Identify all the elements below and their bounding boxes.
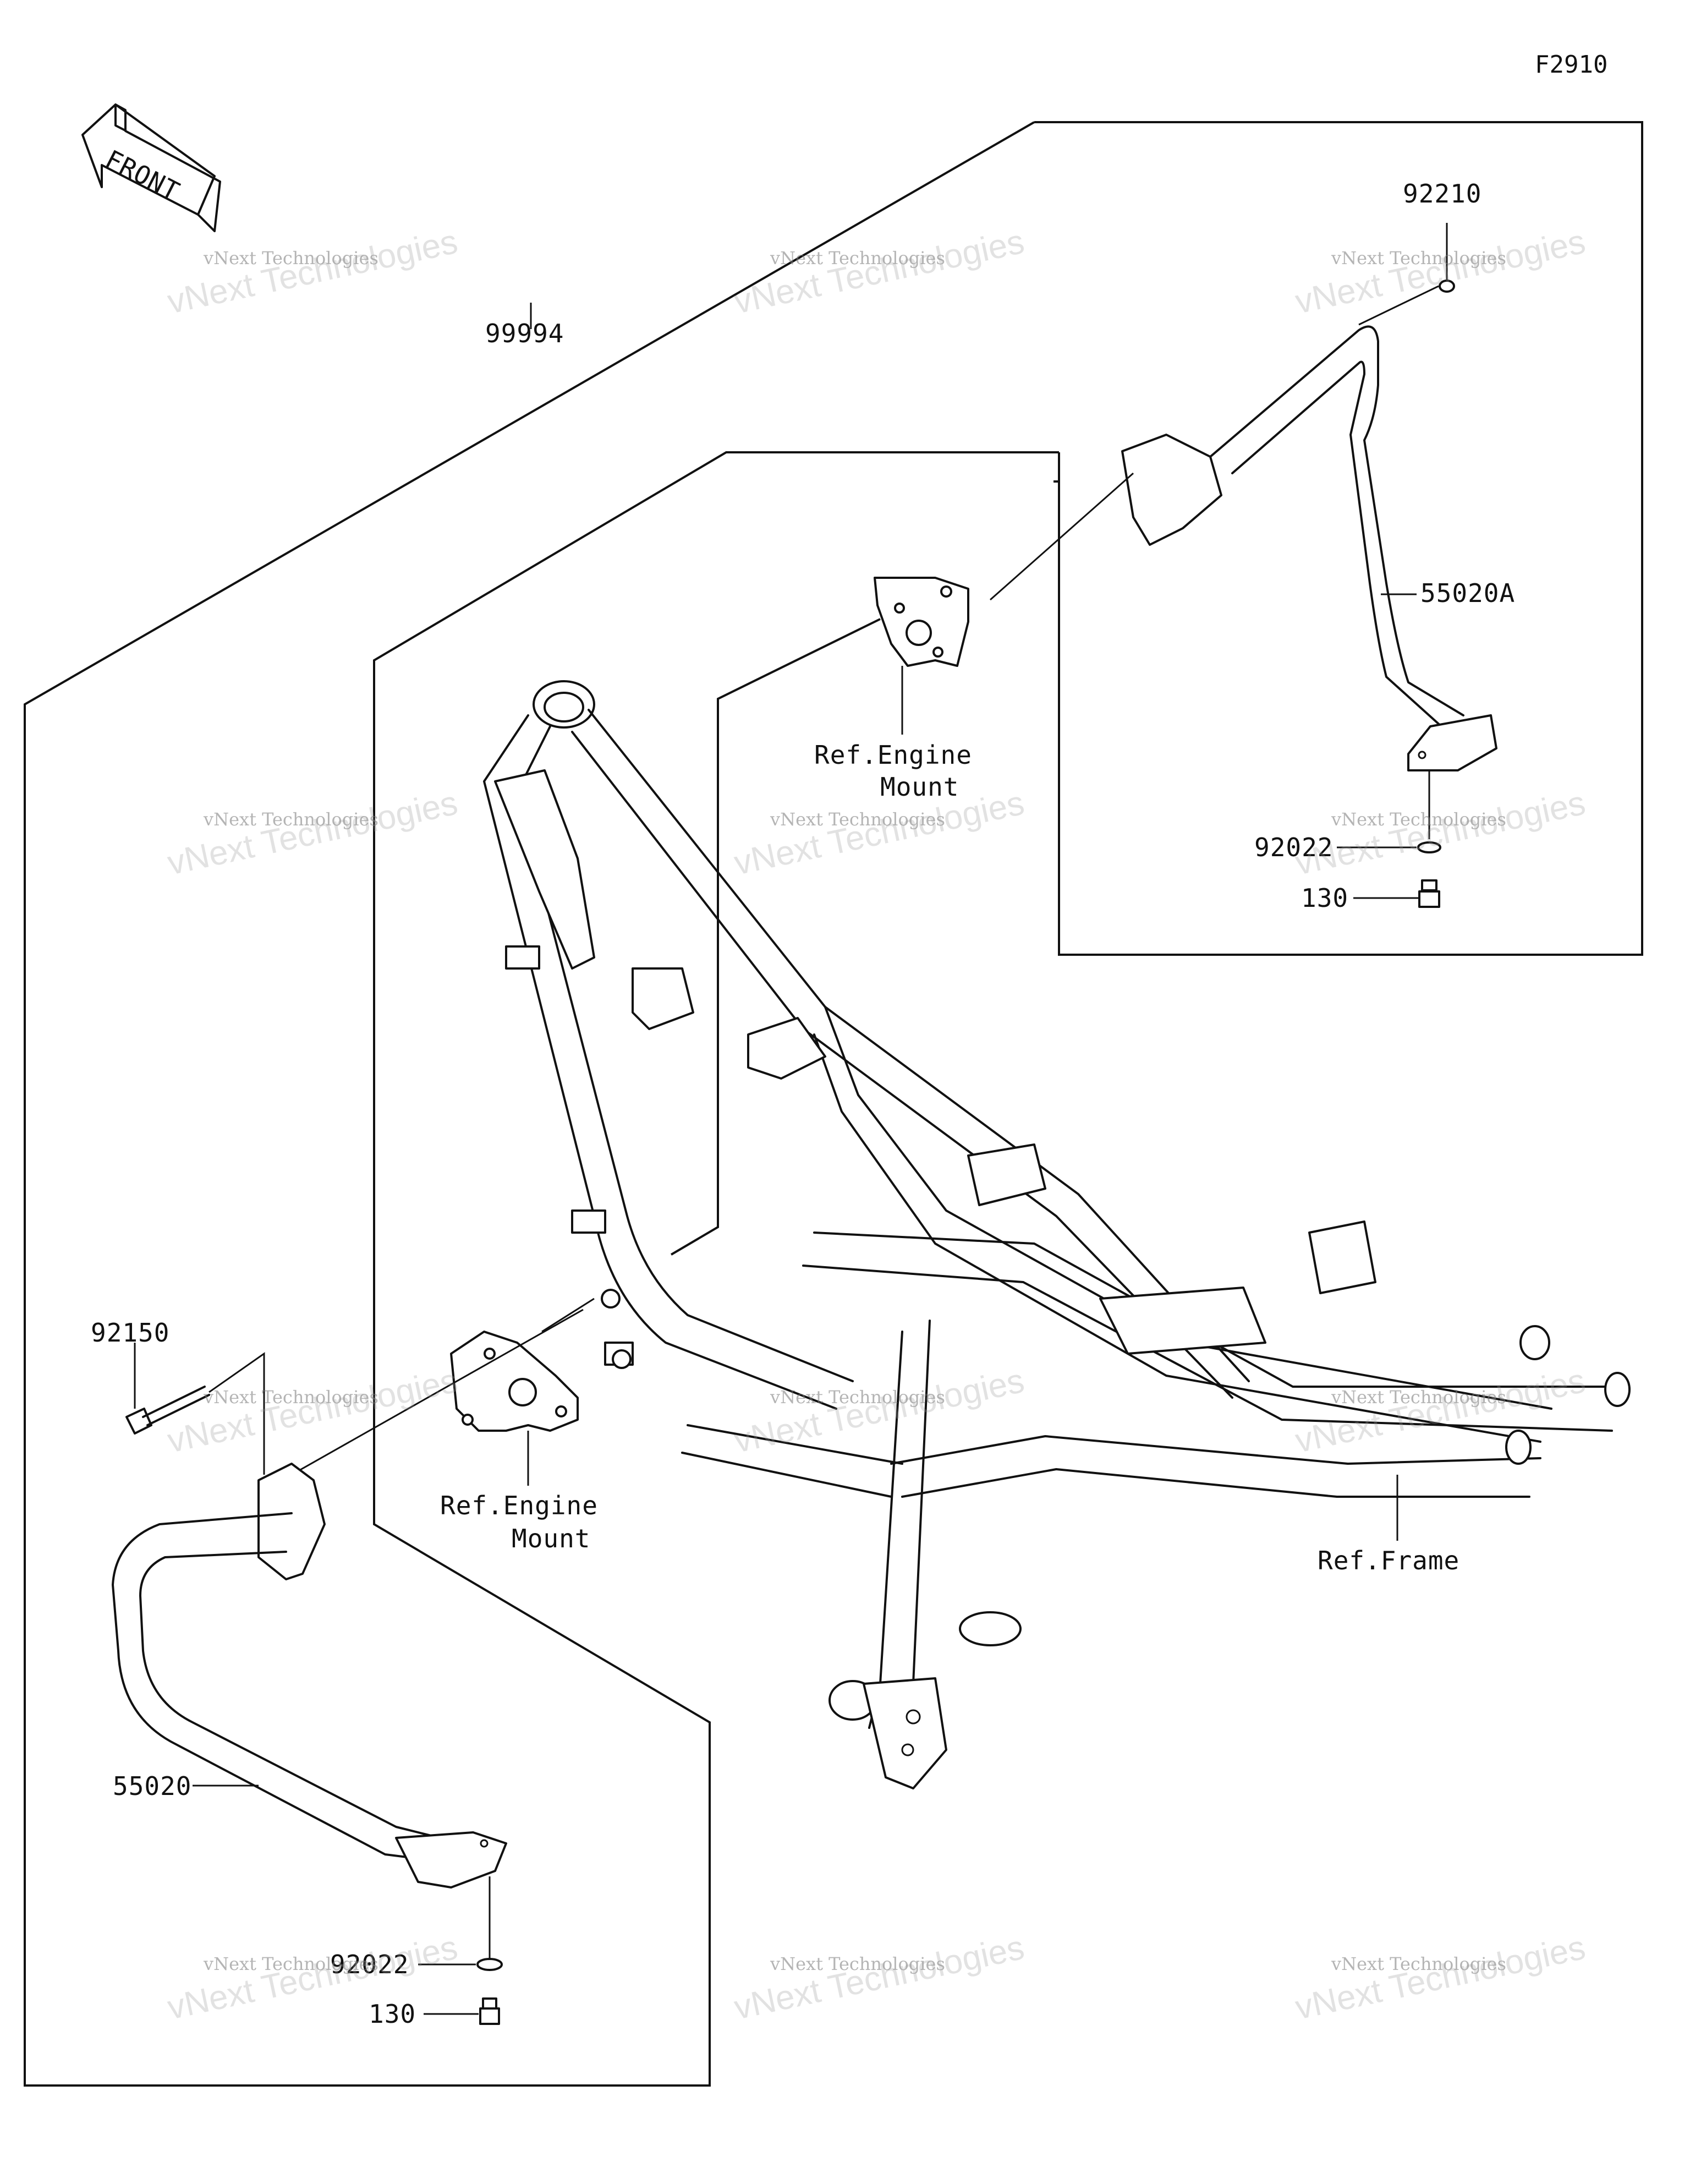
motorcycle-frame	[483, 680, 1631, 1789]
engine-mount-lower	[450, 1331, 579, 1432]
engine-mount-box	[670, 618, 881, 1256]
watermarks: vNext Technologies vNext Technologies vN…	[164, 223, 1589, 2027]
watermark-9a: vNext Technologies	[1331, 1387, 1506, 1408]
engine-mount-upper	[874, 577, 969, 667]
watermark-3a: vNext Technologies	[1331, 248, 1506, 269]
bolt-92210-icon	[1439, 280, 1455, 293]
watermark-4b: vNext Technologies	[164, 784, 461, 883]
watermark-10a: vNext Technologies	[203, 1953, 378, 1974]
watermark-8a: vNext Technologies	[770, 1387, 945, 1408]
watermark-7b: vNext Technologies	[164, 1362, 461, 1460]
watermark-9b: vNext Technologies	[1292, 1362, 1589, 1460]
leader-guard-right-mount	[990, 472, 1134, 601]
kit-outline-left	[24, 121, 1035, 2087]
watermark-8b: vNext Technologies	[731, 1362, 1028, 1460]
callout-ref-engine-lower-2: Mount	[512, 1524, 590, 1553]
leader-guard-left-mount	[291, 1309, 584, 1476]
washer-92022-right-icon	[1417, 841, 1441, 853]
washer-92022-left-icon	[476, 1958, 503, 1971]
figure-id: F2910	[1535, 51, 1607, 79]
watermark-6a: vNext Technologies	[1331, 809, 1506, 830]
watermark-5b: vNext Technologies	[731, 784, 1028, 883]
callout-ref-engine-lower-1: Ref.Engine	[440, 1491, 598, 1520]
watermark-6b: vNext Technologies	[1292, 784, 1589, 883]
watermark-10b: vNext Technologies	[164, 1929, 461, 2027]
callout-bolt-right: 130	[1301, 883, 1348, 913]
frame-outline	[373, 451, 1059, 1365]
engine-guard-right	[1121, 325, 1497, 771]
watermark-1b: vNext Technologies	[164, 223, 461, 321]
engine-guard-left	[112, 1463, 507, 1889]
front-arrow-icon: FRONT	[81, 103, 221, 232]
watermark-4a: vNext Technologies	[203, 809, 378, 830]
watermark-11a: vNext Technologies	[770, 1953, 945, 1974]
callout-ref-engine-upper-1: Ref.Engine	[814, 740, 972, 770]
callout-guard-right: 55020A	[1420, 578, 1515, 608]
bolt-130-left-icon	[479, 1997, 500, 2025]
watermark-3b: vNext Technologies	[1292, 223, 1589, 321]
watermark-2a: vNext Technologies	[770, 248, 945, 269]
leader-engine-lower-up	[541, 1298, 595, 1333]
leader-bolt-left-to-guard	[208, 1352, 265, 1475]
callout-washer-right: 92022	[1254, 833, 1333, 862]
watermark-12a: vNext Technologies	[1331, 1953, 1506, 1974]
callout-ref-frame: Ref.Frame	[1318, 1546, 1459, 1575]
bolt-130-right-icon	[1418, 879, 1440, 908]
watermark-7a: vNext Technologies	[203, 1387, 378, 1408]
callout-bolt-bottom: 130	[369, 1999, 416, 2029]
watermark-5a: vNext Technologies	[770, 809, 945, 830]
watermark-1a: vNext Technologies	[203, 248, 378, 269]
callout-bolt-left: 92150	[91, 1318, 169, 1348]
callout-washer-left: 92022	[330, 1950, 409, 1979]
bolt-92150-icon	[125, 1386, 210, 1435]
watermark-11b: vNext Technologies	[731, 1929, 1028, 2027]
callout-bolt-top: 92210	[1403, 179, 1482, 209]
callout-kit: 99994	[485, 319, 564, 348]
leader-bolt-top	[1358, 285, 1439, 326]
callout-ref-engine-upper-2: Mount	[880, 772, 959, 802]
watermark-12b: vNext Technologies	[1292, 1929, 1589, 2027]
callout-guard-left: 55020	[113, 1771, 191, 1801]
